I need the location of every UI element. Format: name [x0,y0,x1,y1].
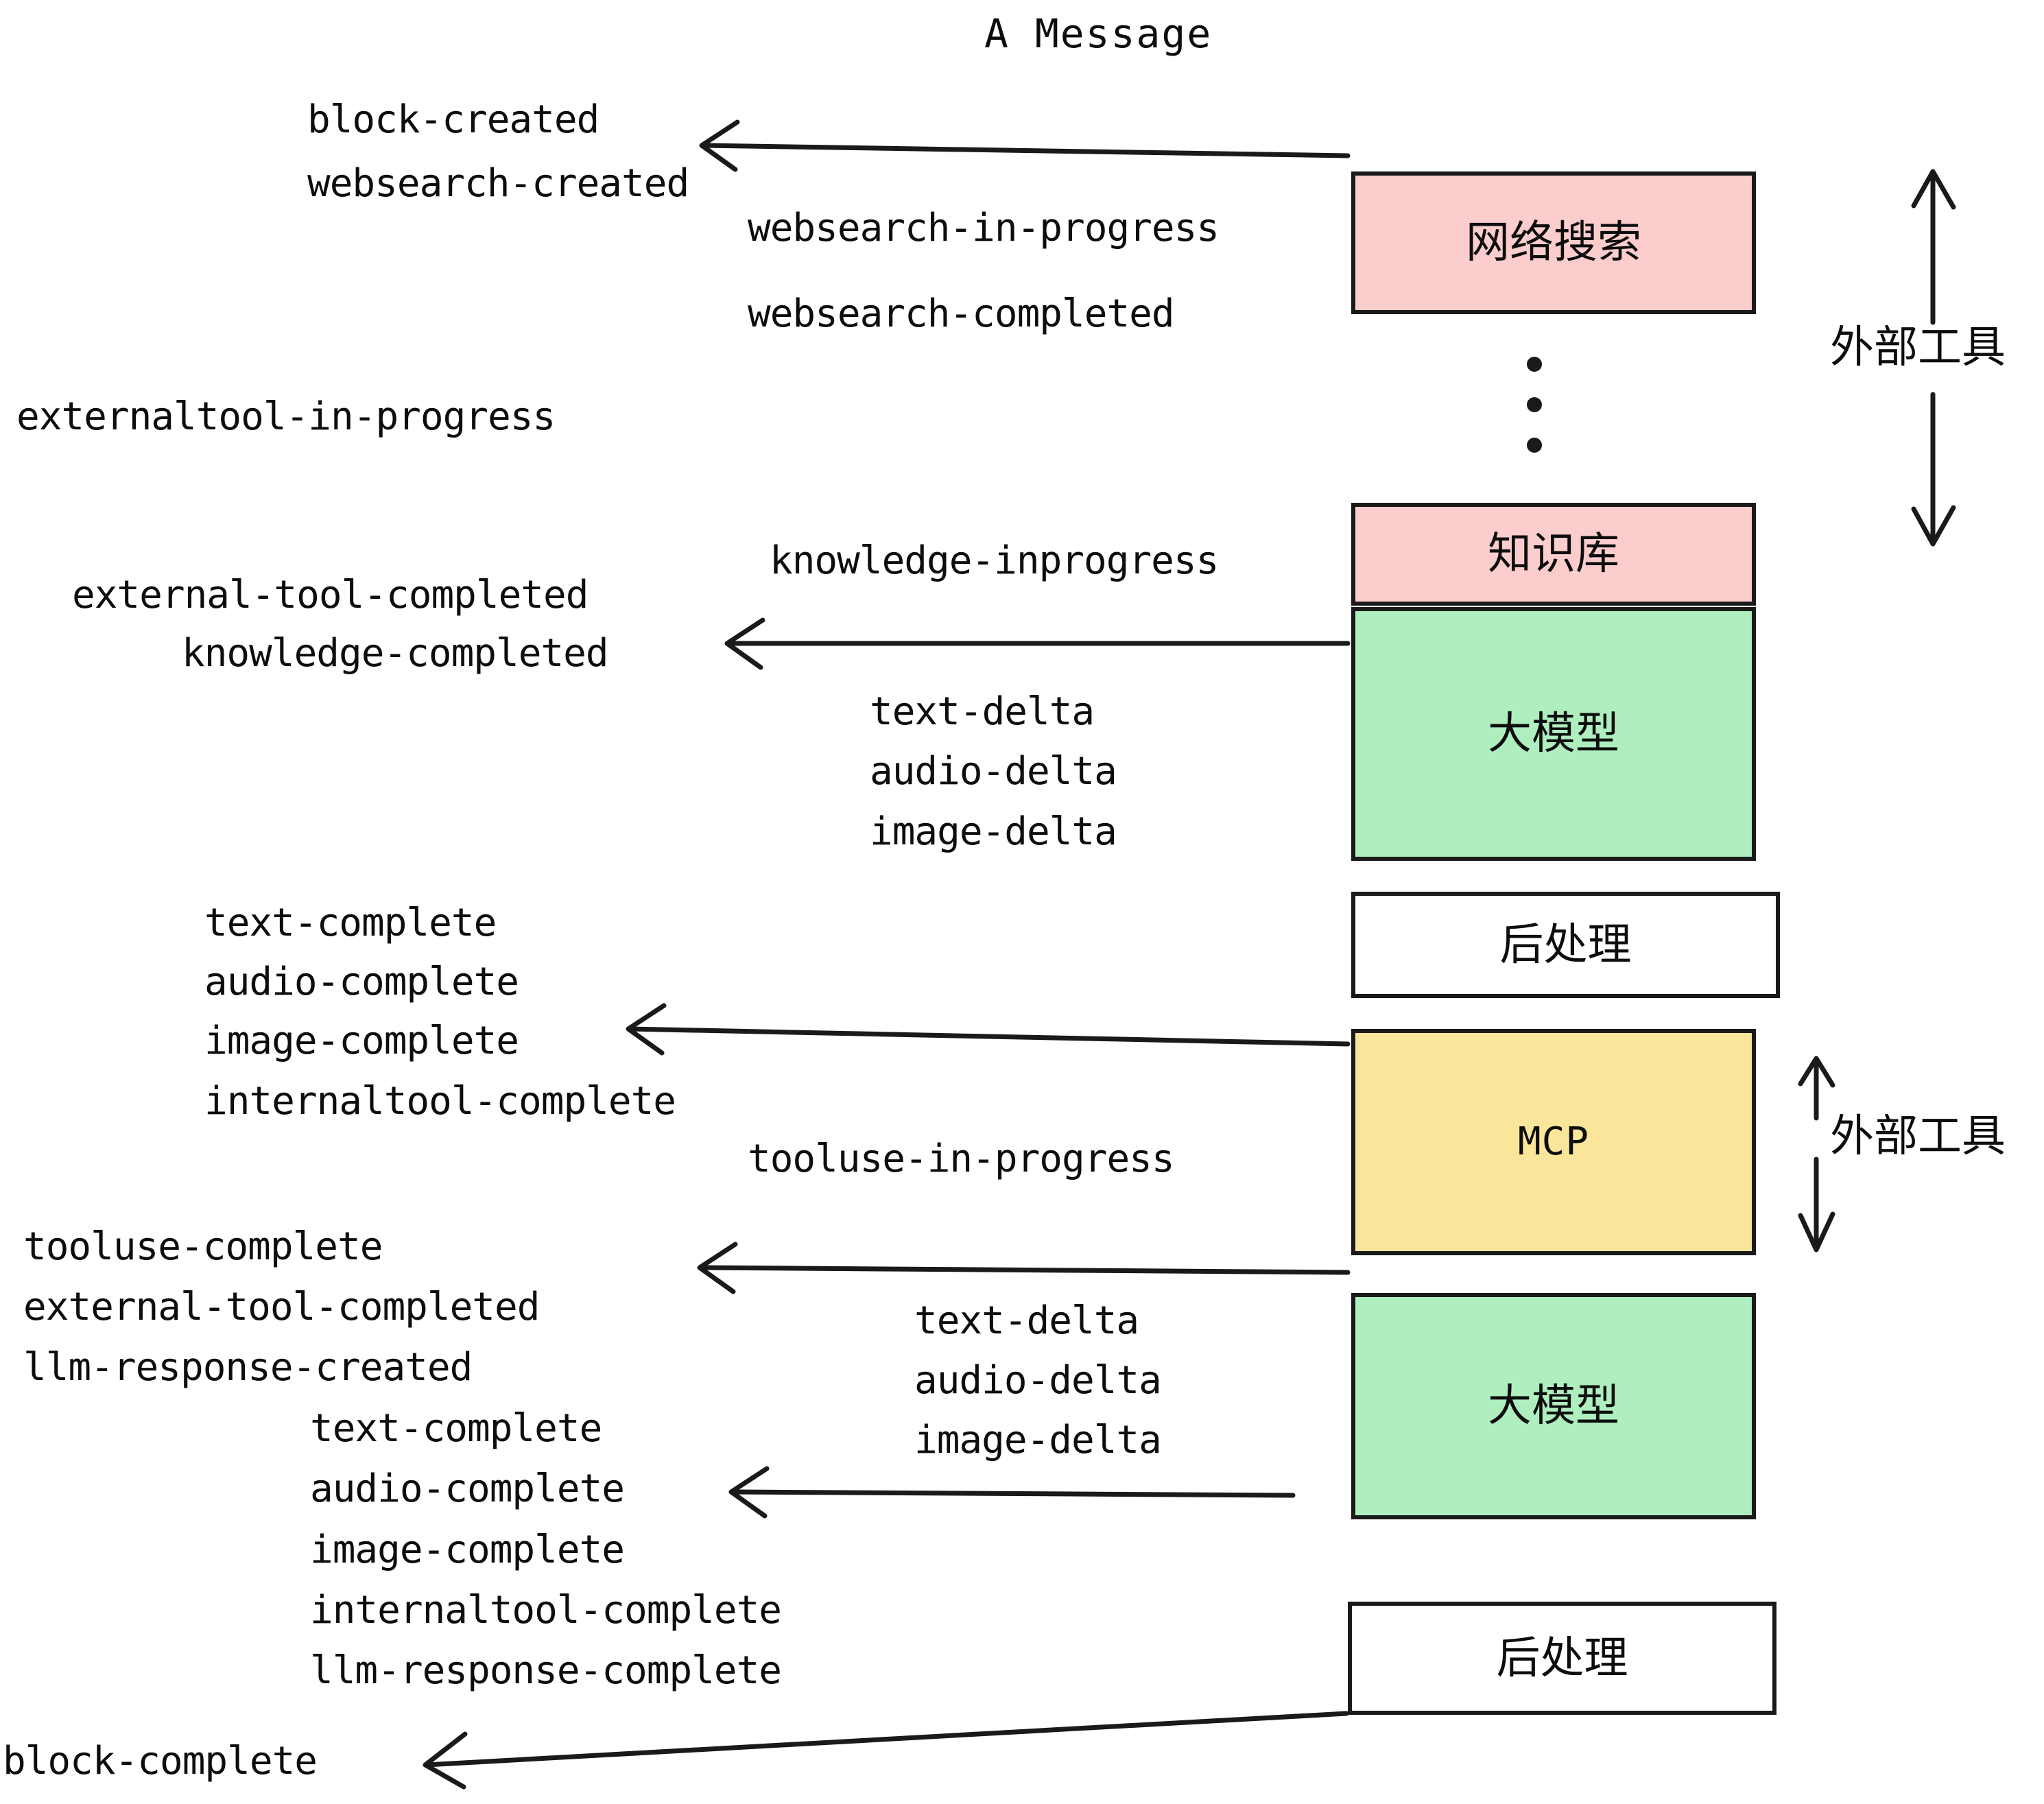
event-label-image-delta-2: image-delta [914,1418,1162,1462]
event-label-websearch-completed: websearch-completed [748,292,1175,336]
event-label-block-complete: block-complete [3,1739,318,1783]
arrow-mcp-to-image-complete [626,1003,1351,1056]
node-websearch-label: 网络搜索 [1466,217,1641,268]
side-label-external-tools-bottom: 外部工具 [1830,1111,2006,1162]
node-llm-top-label: 大模型 [1488,709,1619,759]
event-label-knowledge-inprogress: knowledge-inprogress [770,538,1219,583]
event-label-tooluse-in-progress: tooluse-in-progress [748,1137,1175,1181]
event-label-tooluse-complete: tooluse-complete [23,1224,383,1269]
event-label-internaltool-complete-1: internaltool-complete [204,1079,676,1124]
node-mcp-label: MCP [1517,1119,1590,1164]
event-label-image-complete-2: image-complete [310,1528,625,1572]
node-post-processing-top[interactable]: 后处理 [1351,892,1780,998]
event-label-externaltool-in-progress: externaltool-in-progress [16,394,556,439]
event-label-websearch-created: websearch-created [307,161,689,206]
event-label-block-created: block-created [307,97,599,142]
node-knowledge-label: 知识库 [1488,529,1619,580]
node-post-processing-bottom-label: 后处理 [1496,1633,1628,1684]
ellipsis-dot [1527,438,1542,453]
arrow-post-to-block-complete [423,1711,1349,1790]
node-llm-top[interactable]: 大模型 [1351,607,1756,861]
node-websearch[interactable]: 网络搜索 [1351,171,1756,314]
event-label-websearch-in-progress: websearch-in-progress [748,206,1220,250]
arrow-external-tools-bottom [1798,1056,1835,1253]
event-label-text-complete-2: text-complete [310,1406,602,1451]
vertical-ellipsis [1526,357,1543,453]
node-post-processing-top-label: 后处理 [1499,919,1632,971]
node-llm-bottom[interactable]: 大模型 [1351,1293,1756,1519]
event-label-image-complete-1: image-complete [204,1019,519,1063]
node-knowledge[interactable]: 知识库 [1351,503,1756,606]
event-label-external-tool-completed-1: external-tool-completed [72,573,589,617]
event-label-internaltool-complete-2: internaltool-complete [310,1588,782,1633]
ellipsis-dot [1527,397,1542,412]
event-label-audio-delta-2: audio-delta [914,1358,1162,1403]
event-label-text-complete-1: text-complete [204,901,497,945]
event-label-external-tool-completed-2: external-tool-completed [23,1285,540,1329]
event-label-llm-response-complete: llm-response-complete [310,1648,782,1693]
event-label-text-delta-2: text-delta [914,1298,1139,1343]
node-mcp[interactable]: MCP [1351,1029,1756,1255]
event-label-audio-delta-1: audio-delta [870,749,1117,794]
node-llm-bottom-label: 大模型 [1488,1381,1619,1432]
event-label-image-delta-1: image-delta [870,809,1117,854]
page-title: A Message [984,10,1213,57]
side-label-external-tools-top: 外部工具 [1830,322,2006,373]
event-label-audio-complete-1: audio-complete [204,960,519,1004]
arrow-knowledge-to-completed [724,617,1351,670]
ellipsis-dot [1527,357,1542,372]
event-label-audio-complete-2: audio-complete [310,1467,625,1511]
event-label-knowledge-completed: knowledge-completed [182,631,609,676]
event-label-text-delta-1: text-delta [870,689,1095,734]
node-post-processing-bottom[interactable]: 后处理 [1348,1602,1776,1715]
arrow-llm-to-audio-complete [728,1466,1296,1519]
event-label-llm-response-created: llm-response-created [23,1345,473,1390]
arrow-llm-to-tooluse-complete [697,1242,1351,1294]
arrow-websearch-to-created [699,119,1351,172]
